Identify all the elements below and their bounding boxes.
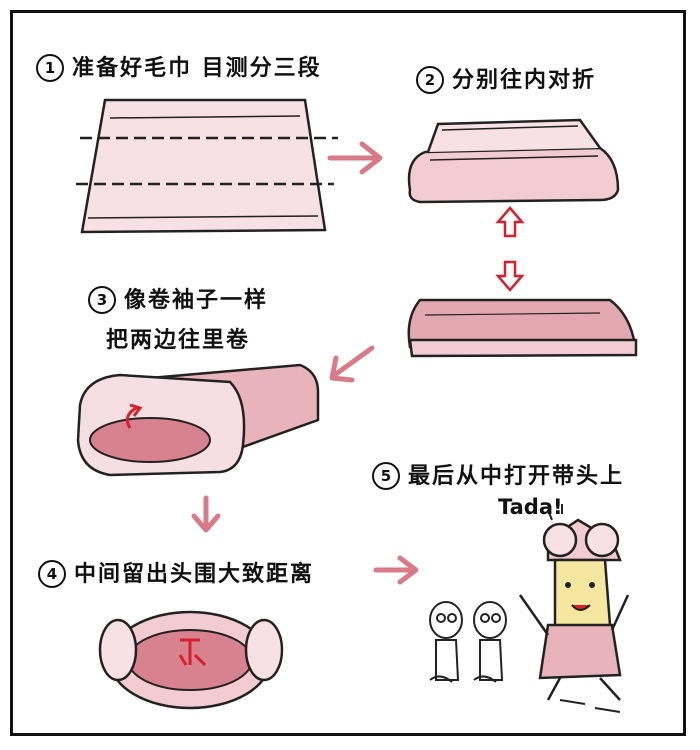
arrow-down-left-icon <box>329 345 375 383</box>
step-5-text: 最后从中打开带头上 <box>408 464 625 489</box>
motion-lines <box>559 699 621 713</box>
towel-flat <box>80 98 327 234</box>
step-3-label: 3 像卷袖子一样 <box>88 282 268 314</box>
step-5-label: 5 最后从中打开带头上 <box>372 458 624 490</box>
step-1-label: 1 准备好毛巾 目测分三段 <box>36 50 322 82</box>
step-1-number: 1 <box>36 54 64 82</box>
step-4-label: 4 中间留出头围大致距离 <box>38 556 314 588</box>
towel-folded <box>407 118 620 204</box>
towel-flipped <box>407 298 638 358</box>
onlooker-figures <box>429 601 507 683</box>
arrow-right-icon-2 <box>373 555 419 585</box>
step-2-text: 分别往内对折 <box>452 68 597 93</box>
step-5-number: 5 <box>372 462 400 490</box>
step-2-label: 2 分别往内对折 <box>416 62 596 94</box>
step-4-number: 4 <box>38 560 66 588</box>
step-2-number: 2 <box>416 66 444 94</box>
step-1-text: 准备好毛巾 目测分三段 <box>72 56 322 81</box>
step-3-text-line2: 把两边往里卷 <box>106 328 251 353</box>
towel-ring <box>98 610 284 710</box>
flip-arrows-icon <box>495 206 525 292</box>
tada-text: Tada! <box>498 495 563 519</box>
arrow-down-icon <box>191 495 221 533</box>
towel-rolling <box>76 363 320 477</box>
step-3-text: 像卷袖子一样 <box>124 288 269 313</box>
step-3-number: 3 <box>88 286 116 314</box>
girl-character <box>518 504 630 701</box>
step-4-text: 中间留出头围大致距离 <box>74 562 315 587</box>
arrow-right-icon <box>327 141 383 175</box>
